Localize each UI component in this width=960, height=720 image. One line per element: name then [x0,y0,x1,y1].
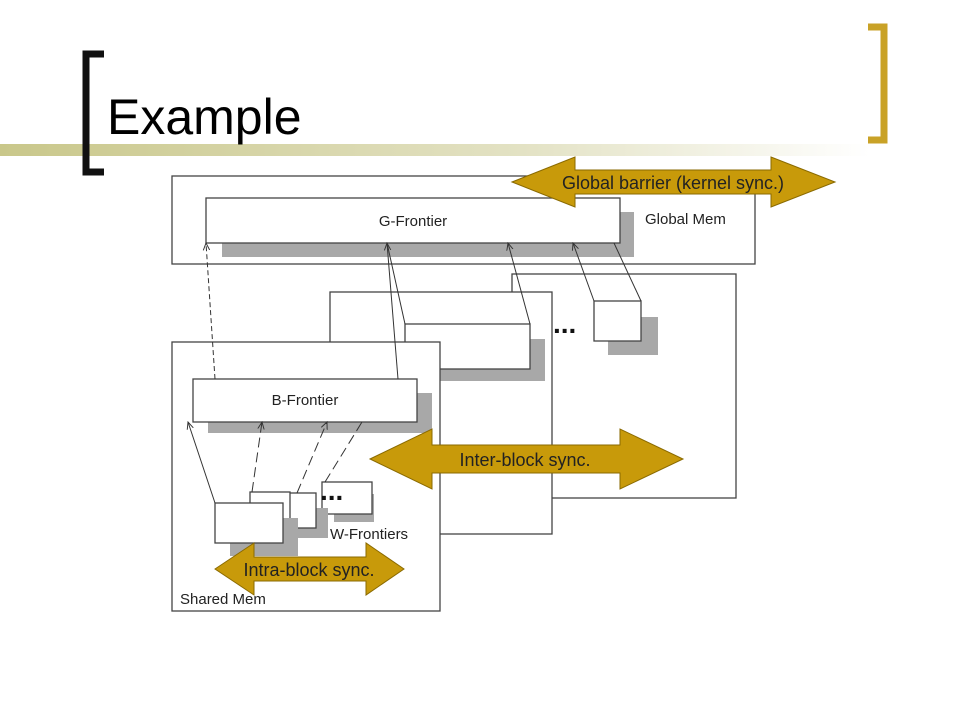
title-underline-bar [0,144,870,156]
shared-mem-label: Shared Mem [180,591,266,608]
intra-block-label: Intra-block sync. [243,560,374,580]
global-mem-label: Global Mem [645,211,726,228]
b-frontier-box [192,378,418,423]
left-bracket-icon [82,50,104,176]
arrow-w1b-to-b [251,422,262,493]
right-bracket-icon [868,23,888,144]
ellipsis-bottom: ... [320,475,343,506]
back-frontier-box [593,300,642,342]
w-frontiers-label: W-Frontiers [330,526,408,543]
inter-block-label: Inter-block sync. [459,450,590,470]
arrow-w1-to-b [188,422,216,504]
arrow-b-left-to-g [206,243,216,380]
global-barrier-arrow [510,156,837,208]
arrow-back-left-to-g [573,243,595,302]
arrow-w2-to-b [296,422,327,494]
b-frontier-label: B-Frontier [272,392,339,409]
arrow-mid-left-to-g [386,242,406,325]
arrow-mid-right-to-g [508,243,531,325]
ellipsis-top: ... [553,308,576,339]
arrow-b-right-to-g [387,243,399,380]
arrow-back-right-to-g [613,242,642,302]
slide-title: Example [107,89,302,145]
inter-block-arrow [368,428,685,490]
w-frontier-box-3 [321,481,373,515]
global-barrier-label: Global barrier (kernel sync.) [562,173,784,193]
intra-block-arrow [214,542,405,596]
g-frontier-label: G-Frontier [379,213,447,230]
g-frontier-box [205,197,621,244]
arrow-w3-to-b [324,421,363,483]
w-frontier-box-1 [214,502,284,544]
